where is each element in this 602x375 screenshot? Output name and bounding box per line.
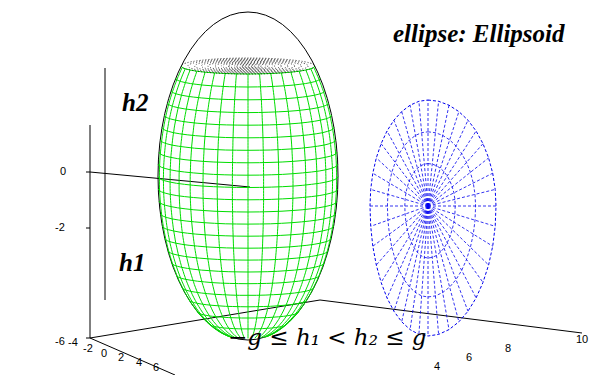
height-label: h1 xyxy=(119,250,145,275)
z-tick: 0 xyxy=(60,166,66,177)
cut-surface xyxy=(181,58,315,74)
cap-spoke xyxy=(387,131,428,206)
cap-outline xyxy=(370,100,496,336)
mesh-meridian xyxy=(190,72,235,338)
cap-spoke xyxy=(410,206,428,330)
cut-surface xyxy=(208,61,288,71)
cut-surface xyxy=(241,65,254,67)
mesh-meridian xyxy=(267,69,333,337)
cap-spoke xyxy=(428,206,476,298)
x-tick: 2 xyxy=(118,352,124,363)
cut-surface xyxy=(235,64,262,67)
x-tick: 0 xyxy=(101,348,107,359)
mesh-meridian xyxy=(251,74,263,338)
cap-ring xyxy=(387,132,475,297)
cap-spoke xyxy=(428,206,483,282)
cap-spoke xyxy=(376,158,428,206)
cap-mesh xyxy=(370,100,496,336)
cap-spoke xyxy=(428,206,496,207)
cap-spoke xyxy=(402,206,428,322)
cap-spoke xyxy=(419,206,428,334)
ellipsoid-outline xyxy=(158,12,338,340)
cap-spoke xyxy=(428,206,495,226)
cap-spoke xyxy=(428,100,429,206)
cap-spoke xyxy=(373,206,428,246)
cap-spoke xyxy=(428,206,459,322)
ellipsoid-mesh xyxy=(158,12,338,340)
mesh-meridian xyxy=(232,74,244,338)
cut-surface xyxy=(201,60,294,71)
mesh-meridian xyxy=(255,74,279,339)
mesh-meridian xyxy=(261,72,306,338)
z-tick: -6 xyxy=(55,336,65,347)
mesh-meridian xyxy=(265,70,326,337)
cap-spoke xyxy=(428,206,449,330)
mesh-meridian xyxy=(268,67,337,336)
mesh-parallel xyxy=(181,66,315,74)
cap-ring xyxy=(405,164,455,258)
cap-spoke xyxy=(428,189,495,206)
cap-spoke xyxy=(370,206,428,207)
x-tick: -2 xyxy=(83,343,93,354)
range-formula: −g ≤ h₁ < h₂ ≤ g xyxy=(228,326,426,349)
cut-surface xyxy=(221,63,274,69)
cap-spoke xyxy=(381,144,428,206)
x-tick: 6 xyxy=(153,362,159,373)
cap-spoke xyxy=(394,206,428,311)
key-title: ellipse: Ellipsoid xyxy=(393,21,565,46)
height-label: h2 xyxy=(122,90,148,115)
cap-spoke xyxy=(428,206,493,246)
mesh-meridian xyxy=(159,67,228,336)
cut-surface xyxy=(195,60,302,73)
cap-spoke xyxy=(428,105,449,206)
z-tick: -2 xyxy=(55,222,65,233)
cap-spoke xyxy=(428,120,468,206)
x-tick: -4 xyxy=(68,337,78,348)
cut-surface xyxy=(215,62,282,70)
x-tick: 4 xyxy=(136,357,142,368)
cap-spoke xyxy=(428,206,439,334)
mesh-meridian xyxy=(217,74,241,339)
cap-spoke xyxy=(381,206,428,282)
mesh-meridian xyxy=(248,74,249,338)
y-tick: 4 xyxy=(434,361,440,372)
cap-spoke xyxy=(371,206,428,226)
cap-spoke xyxy=(387,206,428,298)
y-tick: 8 xyxy=(505,343,511,354)
cap-spoke xyxy=(428,206,489,265)
mesh-meridian xyxy=(179,71,233,337)
cap-spoke xyxy=(419,101,428,206)
cap-spoke xyxy=(373,173,428,206)
cap-spoke xyxy=(428,112,459,206)
y-tick: 10 xyxy=(576,334,588,345)
cap-spoke xyxy=(394,120,428,206)
cap-spoke xyxy=(428,206,429,336)
cap-spoke xyxy=(410,105,428,206)
mesh-meridian xyxy=(258,73,293,338)
cut-surface xyxy=(188,59,308,73)
cap-spoke xyxy=(428,206,468,311)
cut-surface xyxy=(228,64,268,69)
cap-spoke xyxy=(428,173,493,206)
y-tick: 6 xyxy=(466,352,472,363)
